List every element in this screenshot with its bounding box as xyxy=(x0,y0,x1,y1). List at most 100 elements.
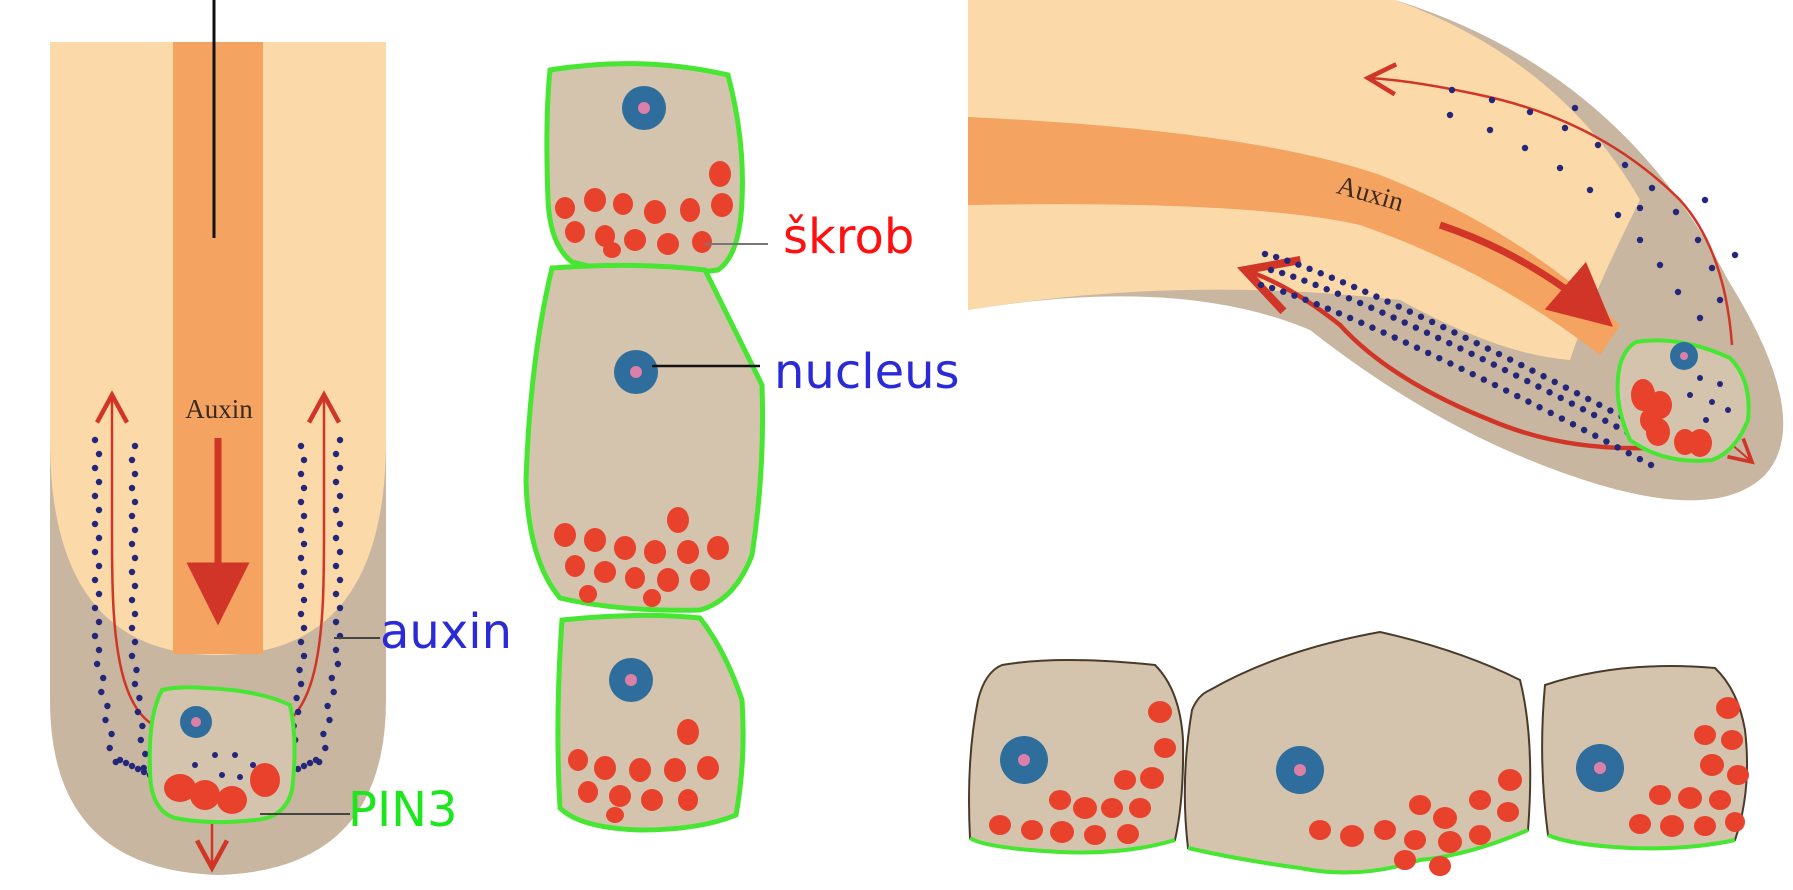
auxin-dot xyxy=(307,760,313,766)
auxin-dot xyxy=(1536,404,1542,410)
nucleolus xyxy=(1018,754,1030,766)
auxin-dot xyxy=(1709,265,1715,271)
auxin-dot xyxy=(138,737,144,743)
auxin-dot xyxy=(1592,433,1598,439)
auxin-dot xyxy=(1290,273,1296,279)
auxin-dot xyxy=(301,541,307,547)
nucleolus xyxy=(630,366,642,378)
auxin-dot xyxy=(1613,423,1619,429)
auxin-dot xyxy=(96,451,102,457)
auxin-dot xyxy=(337,577,343,583)
auxin-dot xyxy=(293,695,299,701)
auxin-dot xyxy=(1447,360,1453,366)
auxin-dot xyxy=(298,681,304,687)
auxin-dot xyxy=(129,597,135,603)
cell-stack xyxy=(526,64,768,830)
auxin-dot xyxy=(92,465,98,471)
auxin-dot xyxy=(301,763,307,769)
auxin-dot xyxy=(1697,315,1703,321)
auxin-dot xyxy=(132,527,138,533)
auxin-dot xyxy=(1325,305,1331,311)
auxin-dot xyxy=(1546,389,1552,395)
auxin-dot xyxy=(333,507,339,513)
auxin-dot xyxy=(298,499,304,505)
auxin-dot xyxy=(1548,410,1554,416)
auxin-dot xyxy=(320,731,326,737)
auxin-dot xyxy=(132,443,138,449)
auxin-dot xyxy=(1626,450,1632,456)
auxin-dot xyxy=(1496,351,1502,357)
auxin-dot xyxy=(1513,372,1519,378)
row-cell-left xyxy=(969,660,1183,853)
auxin-dot xyxy=(298,555,304,561)
auxin-dot xyxy=(1489,97,1495,103)
auxin-dot xyxy=(324,703,330,709)
auxin-dot xyxy=(1357,300,1363,306)
auxin-dot xyxy=(1615,212,1621,218)
stack-cell-middle xyxy=(526,265,763,610)
auxin-dot xyxy=(301,569,307,575)
auxin-dot xyxy=(123,760,129,766)
auxin-dot xyxy=(1480,356,1486,362)
auxin-dot xyxy=(296,667,302,673)
auxin-dot xyxy=(1507,356,1513,362)
auxin-dot xyxy=(1602,418,1608,424)
auxin-dot xyxy=(141,769,147,775)
auxin-dot xyxy=(1562,125,1568,131)
auxin-dot xyxy=(92,633,98,639)
auxin-dot xyxy=(1379,309,1385,315)
auxin-dot xyxy=(132,555,138,561)
nucleolus xyxy=(625,674,637,686)
auxin-dot xyxy=(329,675,335,681)
auxin-dot xyxy=(1269,285,1275,291)
auxin-dot xyxy=(1447,112,1453,118)
auxin-dot xyxy=(295,709,301,715)
auxin-dot xyxy=(1563,384,1569,390)
auxin-dot xyxy=(108,731,114,737)
auxin-dot xyxy=(337,493,343,499)
auxin-dot xyxy=(1407,308,1413,314)
auxin-dot xyxy=(1535,383,1541,389)
auxin-dot xyxy=(1649,185,1655,191)
auxin-dot xyxy=(1446,340,1452,346)
auxin-dot xyxy=(1657,262,1663,268)
auxin-dot xyxy=(104,703,110,709)
auxin-dot xyxy=(1335,290,1341,296)
auxin-dot xyxy=(333,619,339,625)
auxin-dot xyxy=(96,535,102,541)
auxin-dot xyxy=(1314,301,1320,307)
auxin-dot xyxy=(100,675,106,681)
auxin-dot xyxy=(1487,127,1493,133)
auxin-dot xyxy=(1574,390,1580,396)
auxin-dot xyxy=(337,437,343,443)
auxin-dot xyxy=(298,611,304,617)
auxin-dot xyxy=(129,513,135,519)
auxin-dot xyxy=(117,757,123,763)
auxin-dot xyxy=(1580,406,1586,412)
auxin-dot xyxy=(1346,295,1352,301)
auxin-dot xyxy=(1291,292,1297,298)
row-cell-right xyxy=(1542,666,1749,848)
auxin-dot xyxy=(333,451,339,457)
auxin-dot xyxy=(1396,303,1402,309)
auxin-dot xyxy=(1559,415,1565,421)
auxin-dot xyxy=(92,577,98,583)
auxin-dot xyxy=(337,605,343,611)
auxin-dot xyxy=(129,763,135,769)
auxin-dot xyxy=(1491,361,1497,367)
auxin-dot xyxy=(1425,350,1431,356)
nucleus-label: nucleus xyxy=(774,348,960,396)
auxin-dot xyxy=(1329,274,1335,280)
auxin-dot xyxy=(1524,378,1530,384)
auxin-dot xyxy=(1558,395,1564,401)
auxin-dot xyxy=(333,591,339,597)
auxin-dot xyxy=(1351,284,1357,290)
auxin-dot xyxy=(1429,319,1435,325)
auxin-dot xyxy=(1390,314,1396,320)
auxin-dot xyxy=(1268,267,1274,273)
auxin-dot xyxy=(301,597,307,603)
auxin-dot xyxy=(333,479,339,485)
auxin-dot xyxy=(1451,329,1457,335)
auxin-dot xyxy=(136,695,142,701)
